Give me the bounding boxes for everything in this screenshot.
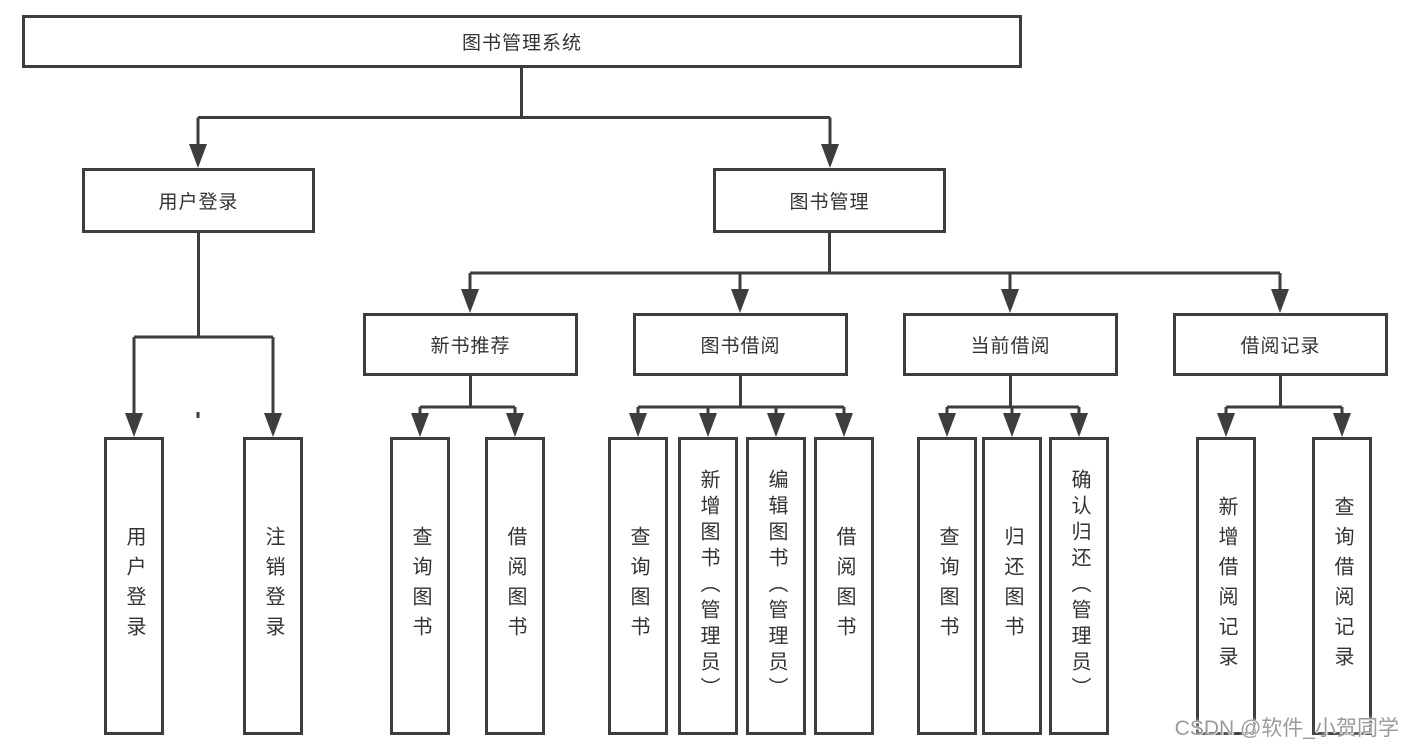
arrowheads — [125, 144, 1351, 437]
watermark: CSDN @软件_小贺同学 — [1174, 717, 1399, 740]
leaf-edit-book-admin: 编辑图书（管理员） — [746, 437, 806, 735]
connector-root-to-level2 — [196, 67, 832, 418]
node-root: 图书管理系统 — [22, 15, 1022, 68]
leaf-query-books-borrow: 查询图书 — [608, 437, 668, 735]
node-book-borrowing-label: 图书借阅 — [700, 336, 781, 357]
leaf-query-books-borrow-label: 查询图书 — [627, 526, 649, 646]
leaf-logout: 注销登录 — [243, 437, 303, 735]
node-book-management: 图书管理 — [713, 168, 946, 233]
node-root-label: 图书管理系统 — [461, 33, 582, 54]
node-user-login-label: 用户登录 — [158, 192, 239, 213]
leaf-borrow-books-label: 借阅图书 — [833, 526, 855, 646]
leaf-borrow-books: 借阅图书 — [814, 437, 874, 735]
leaf-edit-book-admin-label: 编辑图书（管理员） — [765, 469, 787, 703]
leaf-query-borrow-record: 查询借阅记录 — [1312, 437, 1372, 735]
node-new-book-recommend-label: 新书推荐 — [430, 336, 511, 357]
leaf-confirm-return-admin-label: 确认归还（管理员） — [1068, 469, 1090, 703]
leaf-confirm-return-admin: 确认归还（管理员） — [1049, 437, 1109, 735]
leaf-borrow-books-recommend: 借阅图书 — [485, 437, 545, 735]
node-borrowing-records: 借阅记录 — [1173, 313, 1388, 376]
node-user-login: 用户登录 — [82, 168, 315, 233]
leaf-logout-label: 注销登录 — [262, 526, 284, 646]
leaf-query-borrow-record-label: 查询借阅记录 — [1331, 496, 1353, 676]
connector-user-login-subtree — [132, 233, 275, 419]
node-current-borrowing-label: 当前借阅 — [970, 336, 1051, 357]
leaf-user-login: 用户登录 — [104, 437, 164, 735]
leaf-add-book-admin-label: 新增图书（管理员） — [697, 469, 719, 703]
node-new-book-recommend: 新书推荐 — [363, 313, 578, 376]
leaf-add-book-admin: 新增图书（管理员） — [678, 437, 738, 735]
connector-new-book-subtree — [418, 376, 517, 419]
connector-current-borrow-subtree — [945, 376, 1081, 419]
leaf-query-books-recommend: 查询图书 — [390, 437, 450, 735]
leaf-query-books-recommend-label: 查询图书 — [409, 526, 431, 646]
leaf-add-borrow-record: 新增借阅记录 — [1196, 437, 1256, 735]
connector-book-borrow-subtree — [636, 376, 846, 419]
node-borrowing-records-label: 借阅记录 — [1240, 336, 1321, 357]
connector-book-mgmt-to-level3 — [468, 233, 1282, 295]
leaf-return-books-label: 归还图书 — [1001, 526, 1023, 646]
leaf-query-books-current-label: 查询图书 — [936, 526, 958, 646]
leaf-user-login-label: 用户登录 — [123, 526, 145, 646]
node-book-borrowing: 图书借阅 — [633, 313, 848, 376]
node-current-borrowing: 当前借阅 — [903, 313, 1118, 376]
node-book-management-label: 图书管理 — [789, 192, 870, 213]
leaf-query-books-current: 查询图书 — [917, 437, 977, 735]
leaf-borrow-books-recommend-label: 借阅图书 — [504, 526, 526, 646]
connector-borrow-record-subtree — [1224, 376, 1344, 419]
leaf-return-books: 归还图书 — [982, 437, 1042, 735]
leaf-add-borrow-record-label: 新增借阅记录 — [1215, 496, 1237, 676]
